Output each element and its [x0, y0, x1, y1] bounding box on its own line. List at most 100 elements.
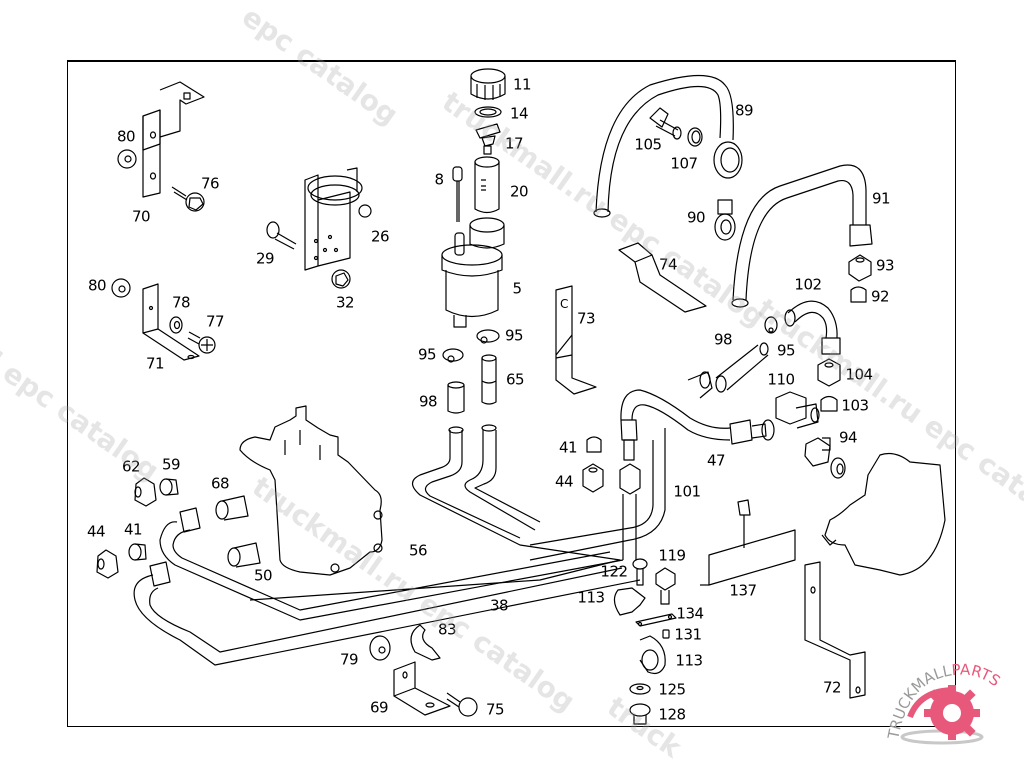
grommet-128[interactable]: [629, 703, 651, 725]
bolt-29[interactable]: [266, 221, 297, 250]
banjo-bolt-105[interactable]: [649, 107, 682, 140]
callout-69[interactable]: 69: [369, 698, 389, 717]
pipe-101[interactable]: [529, 428, 666, 561]
clamp-113-lower[interactable]: [639, 635, 666, 675]
callout-80[interactable]: 80: [87, 276, 107, 295]
seal-ring-14[interactable]: [474, 106, 502, 118]
callout-93[interactable]: 93: [875, 256, 895, 275]
washer-107[interactable]: [687, 127, 703, 147]
hose-98-left[interactable]: [447, 381, 465, 414]
bracket-70[interactable]: [142, 81, 205, 198]
nut-44[interactable]: [582, 463, 604, 493]
callout-95[interactable]: 95: [417, 345, 437, 364]
fitting-94[interactable]: [804, 437, 846, 479]
callout-56[interactable]: 56: [408, 541, 428, 560]
nut-80-lower[interactable]: [111, 278, 131, 298]
plug-59[interactable]: [159, 478, 179, 496]
clamp-113-upper[interactable]: [613, 587, 646, 616]
clamp-95-b[interactable]: [442, 348, 464, 363]
banjo-90[interactable]: [714, 199, 736, 241]
nut-80[interactable]: [117, 149, 137, 169]
washer-78[interactable]: [169, 316, 183, 334]
shield-137[interactable]: [700, 499, 796, 586]
callout-73[interactable]: 73: [576, 309, 596, 328]
clip-83[interactable]: [410, 624, 441, 661]
cap-11[interactable]: [470, 68, 506, 100]
callout-11[interactable]: 11: [512, 75, 532, 94]
callout-98[interactable]: 98: [418, 392, 438, 411]
bolt-76[interactable]: [171, 186, 205, 212]
callout-77[interactable]: 77: [205, 312, 225, 331]
callout-41[interactable]: 41: [558, 438, 578, 457]
callout-83[interactable]: 83: [437, 620, 457, 639]
dipstick-8[interactable]: [452, 166, 463, 222]
callout-44[interactable]: 44: [86, 522, 106, 541]
callout-5[interactable]: 5: [512, 279, 522, 298]
callout-44[interactable]: 44: [554, 472, 574, 491]
callout-79[interactable]: 79: [339, 650, 359, 669]
callout-62[interactable]: 62: [121, 457, 141, 476]
bracket-69[interactable]: [393, 661, 451, 716]
callout-119[interactable]: 119: [658, 546, 686, 565]
steering-box[interactable]: [239, 405, 383, 576]
plug-41-left[interactable]: [128, 543, 147, 561]
clamp-bracket-26[interactable]: [304, 167, 372, 271]
callout-26[interactable]: 26: [370, 227, 390, 246]
nut-104[interactable]: [817, 358, 841, 387]
callout-8[interactable]: 8: [434, 170, 444, 189]
callout-105[interactable]: 105: [634, 135, 662, 154]
clamp-95-c[interactable]: [764, 316, 778, 334]
callout-68[interactable]: 68: [210, 474, 230, 493]
plate-134[interactable]: [635, 613, 677, 627]
callout-70[interactable]: 70: [131, 207, 151, 226]
callout-104[interactable]: 104: [845, 365, 873, 384]
callout-98[interactable]: 98: [713, 330, 733, 349]
nut-93[interactable]: [848, 254, 872, 282]
fitting-110[interactable]: [775, 391, 820, 429]
pipe-91[interactable]: [731, 164, 873, 308]
callout-122[interactable]: 122: [600, 562, 628, 581]
callout-14[interactable]: 14: [509, 104, 529, 123]
filter-20[interactable]: [474, 156, 500, 214]
bolt-75[interactable]: [446, 692, 478, 717]
plug-41[interactable]: [586, 436, 602, 453]
vacuum-pump[interactable]: [821, 452, 946, 576]
pipe-56[interactable]: [249, 424, 621, 601]
callout-90[interactable]: 90: [686, 208, 706, 227]
clamp-95-a[interactable]: [476, 329, 500, 344]
callout-38[interactable]: 38: [489, 596, 509, 615]
callout-102[interactable]: 102: [794, 275, 822, 294]
nut-32[interactable]: [331, 269, 351, 289]
callout-65[interactable]: 65: [505, 370, 525, 389]
bracket-73[interactable]: C: [555, 285, 597, 395]
plug-92[interactable]: [850, 286, 867, 303]
callout-89[interactable]: 89: [734, 101, 754, 120]
bracket-74[interactable]: [618, 242, 707, 313]
callout-128[interactable]: 128: [658, 705, 686, 724]
bracket-72[interactable]: [804, 561, 866, 699]
callout-75[interactable]: 75: [485, 700, 505, 719]
callout-91[interactable]: 91: [871, 189, 891, 208]
screw-122[interactable]: [632, 558, 648, 586]
callout-29[interactable]: 29: [255, 249, 275, 268]
callout-110[interactable]: 110: [767, 370, 795, 389]
callout-131[interactable]: 131: [674, 625, 702, 644]
screw-77[interactable]: [187, 331, 216, 354]
callout-20[interactable]: 20: [509, 182, 529, 201]
callout-95[interactable]: 95: [776, 341, 796, 360]
callout-103[interactable]: 103: [841, 396, 869, 415]
nut-44-left[interactable]: [96, 549, 119, 579]
bolt-119[interactable]: [655, 567, 676, 605]
nut-62[interactable]: [134, 477, 157, 507]
grommet-79[interactable]: [369, 635, 391, 661]
callout-74[interactable]: 74: [658, 255, 678, 274]
callout-76[interactable]: 76: [200, 174, 220, 193]
callout-95[interactable]: 95: [504, 326, 524, 345]
callout-32[interactable]: 32: [335, 293, 355, 312]
callout-137[interactable]: 137: [729, 581, 757, 600]
callout-113[interactable]: 113: [675, 651, 703, 670]
callout-80[interactable]: 80: [116, 127, 136, 146]
callout-47[interactable]: 47: [706, 451, 726, 470]
valve-17[interactable]: [475, 123, 501, 155]
sleeve-131[interactable]: [662, 629, 670, 639]
